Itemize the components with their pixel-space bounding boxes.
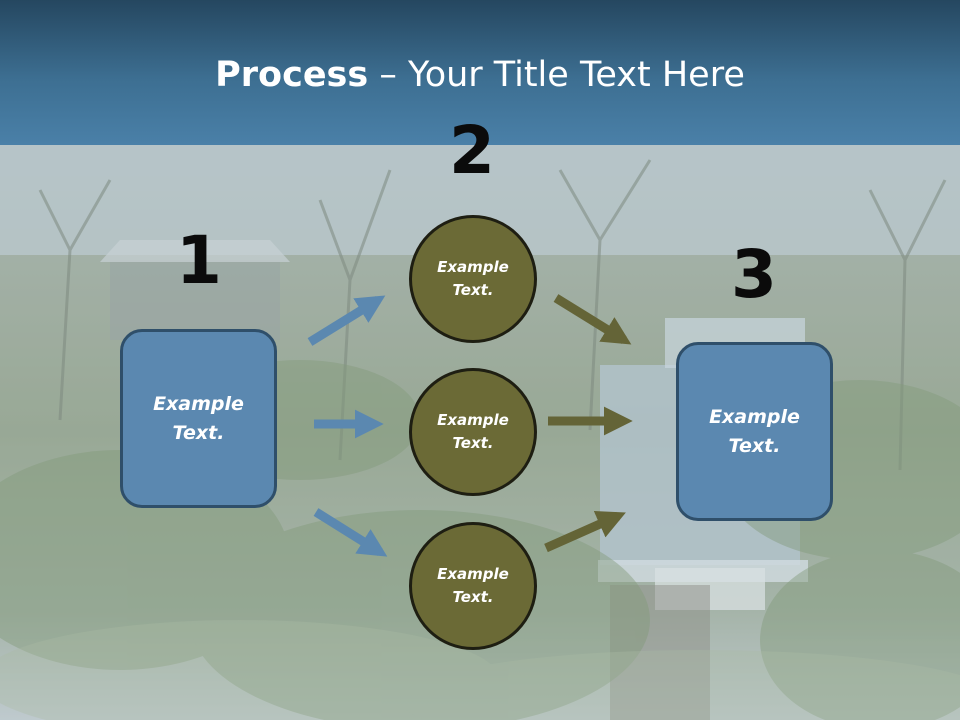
- step-2-number: 2: [449, 112, 495, 189]
- step-1-number: 1: [176, 222, 222, 299]
- arrow-1-to-2-bottom: [313, 508, 388, 557]
- title-bar: Process – Your Title Text Here: [0, 0, 960, 145]
- arrow-2-top-to-3: [553, 294, 632, 345]
- step-1-box: Example Text.: [120, 329, 277, 508]
- title-rest: – Your Title Text Here: [368, 55, 745, 95]
- step-3-number: 3: [731, 236, 777, 313]
- step-3-text: Example Text.: [709, 405, 800, 457]
- title-bold: Process: [215, 55, 369, 95]
- step-3-box: Example Text.: [676, 342, 833, 521]
- step-2-circle-middle: Example Text.: [409, 368, 537, 496]
- arrow-1-to-2-top: [307, 295, 386, 346]
- step-2-top-text: Example Text.: [437, 258, 509, 299]
- step-2-circle-bottom: Example Text.: [409, 522, 537, 650]
- step-2-bottom-text: Example Text.: [437, 565, 509, 606]
- slide-title: Process – Your Title Text Here: [0, 54, 960, 96]
- step-2-circle-top: Example Text.: [409, 215, 537, 343]
- arrow-2-bottom-to-3: [544, 511, 626, 553]
- step-2-middle-text: Example Text.: [437, 411, 509, 452]
- step-1-text: Example Text.: [153, 392, 244, 444]
